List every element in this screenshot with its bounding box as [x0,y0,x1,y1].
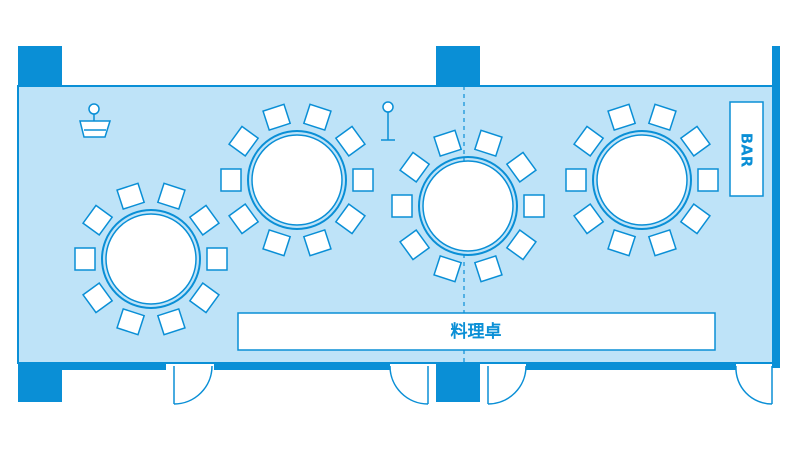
chair [74,247,96,271]
chair [433,129,463,158]
chair [116,182,146,211]
column-bottom-left [18,362,62,402]
chair [262,103,292,132]
door-3 [487,365,527,405]
chair [647,228,677,257]
chair [206,247,228,271]
wall-bottom-2 [214,362,390,370]
chair [156,182,186,211]
chair [302,103,332,132]
chair [81,281,114,314]
wall-bottom-3 [526,362,736,370]
chair [607,228,637,257]
chair [433,254,463,283]
chair [398,228,431,261]
chair [262,228,292,257]
chair [679,202,712,235]
round-table-1 [74,182,228,336]
table-top [596,134,688,226]
chair [188,204,221,237]
table-rim [592,130,692,230]
chair [398,151,431,184]
column-bottom-center [436,362,480,402]
bar-counter [729,101,764,197]
round-table-3 [391,129,545,283]
door-4 [735,365,773,405]
chair [607,103,637,132]
chair [116,307,146,336]
microphone-stand-icon [381,101,395,141]
column-top-left [18,46,62,86]
column-top-center [436,46,480,86]
chair [473,254,503,283]
chair [156,307,186,336]
wall-bottom-1 [62,362,166,370]
chair [391,194,413,218]
table-rim [418,156,518,256]
chair [572,125,605,158]
chair [505,151,538,184]
door-1 [173,365,213,405]
chair [352,168,374,192]
chair [565,168,587,192]
chair [227,125,260,158]
table-rim [101,209,201,309]
chair [302,228,332,257]
table-top [105,213,197,305]
chair [81,204,114,237]
table-top [251,134,343,226]
tables-layer [74,103,719,336]
chair [473,129,503,158]
buffet-table-label: 料理卓 [451,321,502,342]
chair [523,194,545,218]
chair [505,228,538,261]
chair [188,281,221,314]
chair [334,202,367,235]
chair [572,202,605,235]
bar-label: BAR [738,133,756,168]
chair [679,125,712,158]
round-table-4 [565,103,719,257]
table-top [422,160,514,252]
chair [334,125,367,158]
chair [227,202,260,235]
round-table-2 [220,103,374,257]
podium-icon [79,103,112,138]
chair [220,168,242,192]
chair [697,168,719,192]
chair [647,103,677,132]
door-2 [389,365,429,405]
wall-right [772,46,780,368]
table-rim [247,130,347,230]
buffet-table [237,312,716,351]
